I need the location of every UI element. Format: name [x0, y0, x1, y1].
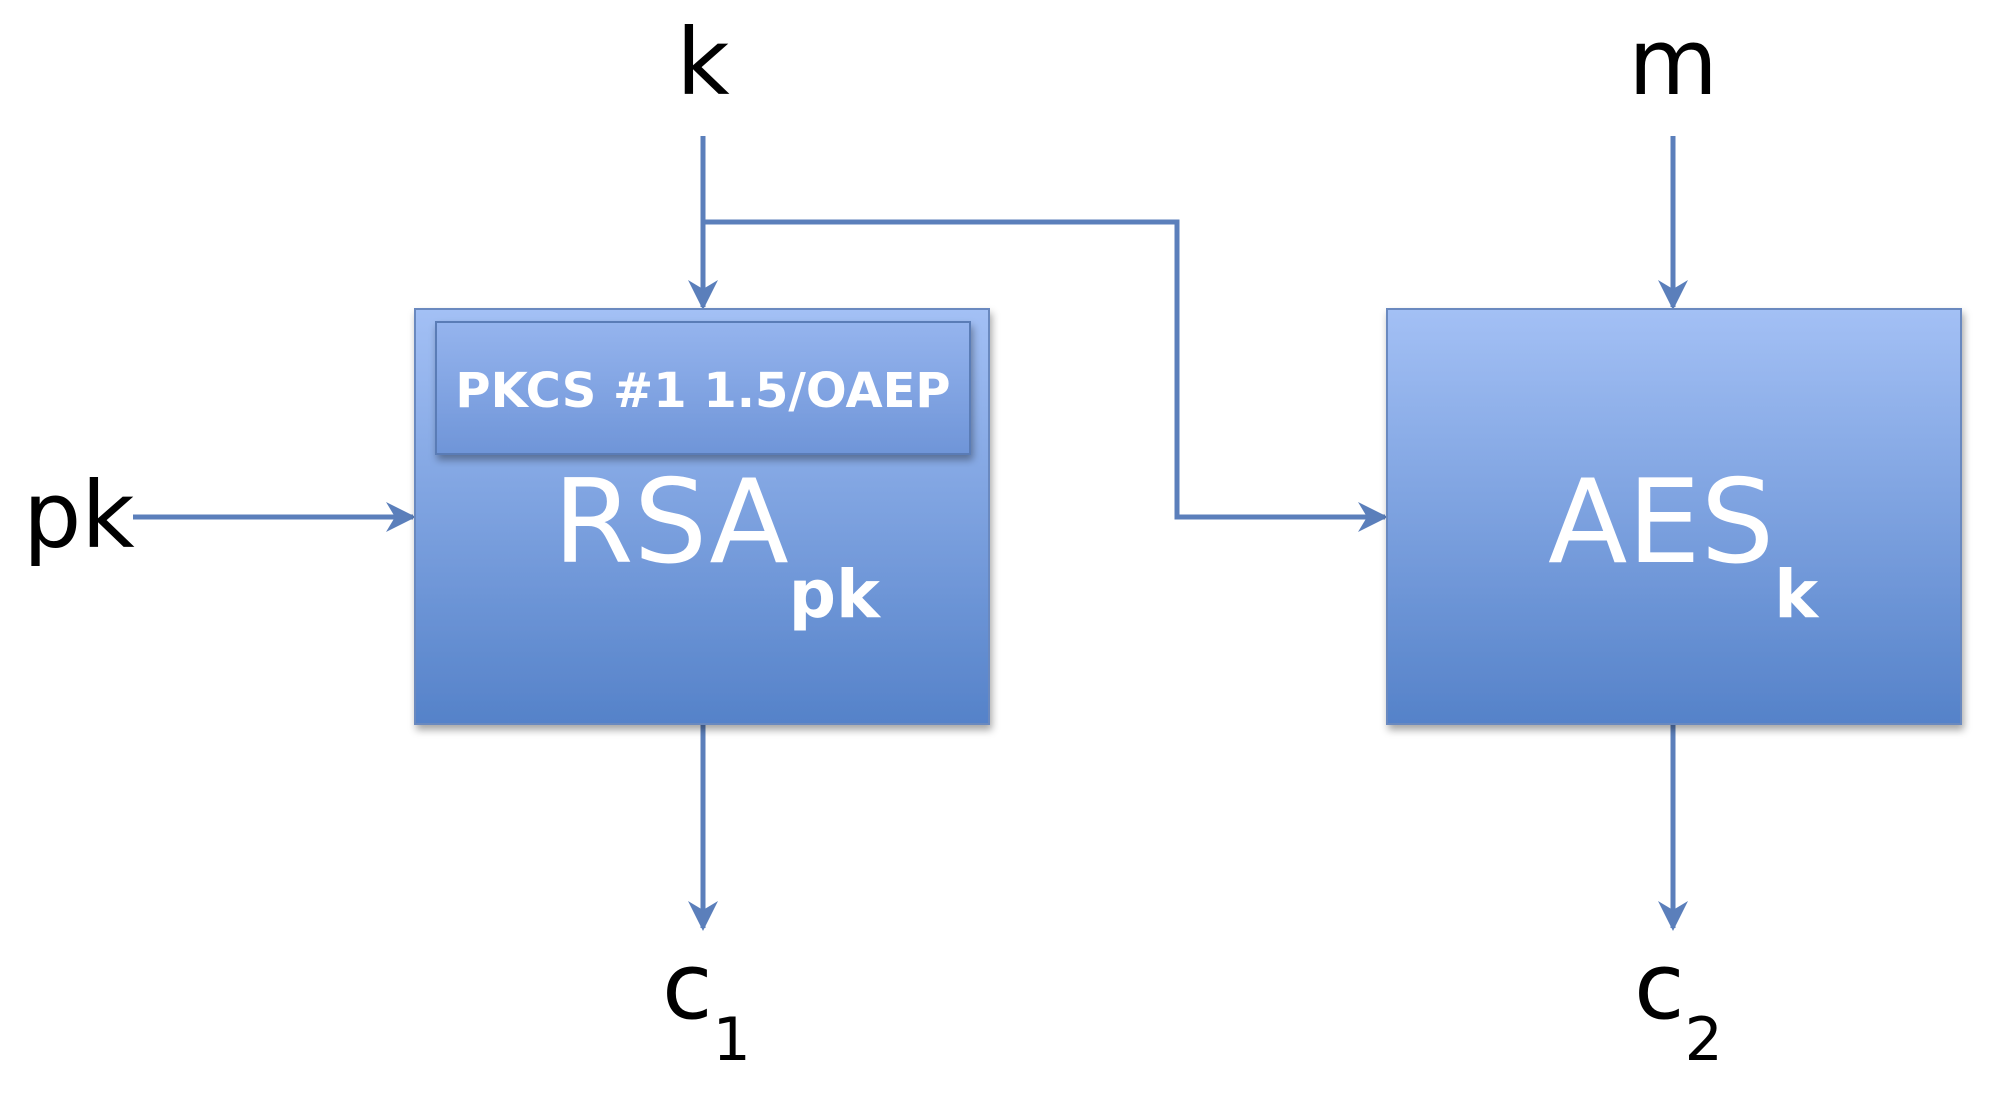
rsa-subscript: pk [789, 556, 882, 633]
output-c2-label: c2 [1634, 933, 1723, 1075]
rsa-title: RSA [553, 455, 789, 590]
rsa-box: PKCS #1 1.5/OAEP RSApk [414, 308, 990, 725]
input-k-label: k [676, 9, 730, 116]
input-m-label: m [1628, 9, 1718, 116]
padding-box: PKCS #1 1.5/OAEP [435, 321, 971, 455]
c1-base: c [662, 933, 713, 1040]
input-pk-label: pk [23, 462, 135, 569]
c2-index: 2 [1685, 1005, 1723, 1075]
aes-title: AES [1548, 455, 1774, 590]
aes-label: AESk [1548, 455, 1820, 633]
padding-label: PKCS #1 1.5/OAEP [455, 363, 950, 419]
aes-subscript: k [1774, 556, 1820, 633]
output-c1-label: c1 [662, 933, 751, 1075]
c1-index: 1 [713, 1005, 751, 1075]
c2-base: c [1634, 933, 1685, 1040]
rsa-label: RSApk [553, 455, 882, 633]
aes-box: AESk [1386, 308, 1962, 725]
k-to-aes-arrow [703, 219, 1388, 532]
